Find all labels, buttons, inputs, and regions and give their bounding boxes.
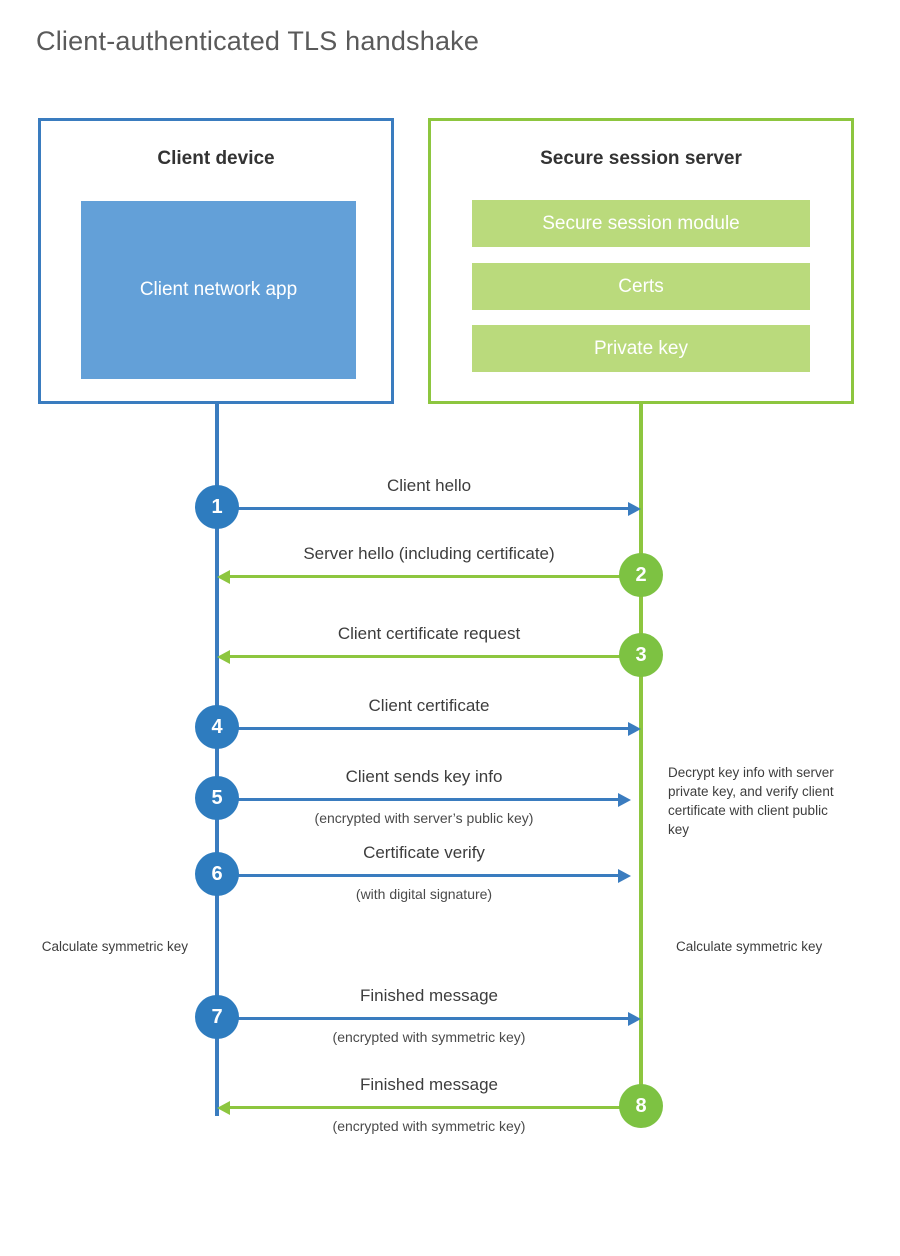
message-7-sublabel: (encrypted with symmetric key) <box>332 1029 526 1045</box>
certs-block: Certs <box>472 263 810 310</box>
private-key-block: Private key <box>472 325 810 372</box>
message-3-arrowhead-left-icon <box>217 649 230 664</box>
message-3-label: Client certificate request <box>337 624 521 643</box>
message-1-arrowhead-right-icon <box>628 501 641 516</box>
message-8-label: Finished message <box>360 1075 498 1094</box>
message-7-line <box>217 1017 628 1020</box>
message-2-line <box>230 575 641 578</box>
message-7-arrowhead-right-icon <box>628 1011 641 1026</box>
client-device-title: Client device <box>157 148 275 169</box>
step-circle-1: 1 <box>195 485 239 529</box>
message-2-arrowhead-left-icon <box>217 569 230 584</box>
message-5-label: Client sends key info <box>345 767 503 786</box>
client-lifeline <box>215 404 219 1116</box>
client-device-box: Client device Client network app <box>38 118 394 404</box>
message-3-line <box>230 655 641 658</box>
server-calculate-symmetric-key-note: Calculate symmetric key <box>676 939 823 954</box>
message-6-arrowhead-right-icon <box>618 868 631 883</box>
message-7-label: Finished message <box>360 986 498 1005</box>
step-circle-8: 8 <box>619 1084 663 1128</box>
client-network-app-block: Client network app <box>81 201 356 379</box>
message-6-sublabel: (with digital signature) <box>355 886 493 902</box>
message-6-line <box>217 874 618 877</box>
step-circle-7: 7 <box>195 995 239 1039</box>
server-lifeline <box>639 404 643 1106</box>
message-1-line <box>217 507 628 510</box>
client-calculate-symmetric-key-note: Calculate symmetric key <box>41 939 188 954</box>
step-circle-2: 2 <box>619 553 663 597</box>
step-circle-3: 3 <box>619 633 663 677</box>
message-8-sublabel: (encrypted with symmetric key) <box>332 1118 526 1134</box>
message-5-arrowhead-right-icon <box>618 792 631 807</box>
message-1-label: Client hello <box>386 476 472 495</box>
secure-session-server-box: Secure session server Secure session mod… <box>428 118 854 404</box>
message-4-line <box>217 727 628 730</box>
step-circle-6: 6 <box>195 852 239 896</box>
secure-session-server-title: Secure session server <box>540 148 742 169</box>
secure-session-module-block: Secure session module <box>472 200 810 247</box>
step-circle-4: 4 <box>195 705 239 749</box>
message-8-line <box>230 1106 641 1109</box>
message-4-label: Client certificate <box>368 696 490 715</box>
message-4-arrowhead-right-icon <box>628 721 641 736</box>
message-5-sublabel: (encrypted with server’s public key) <box>314 810 534 826</box>
message-2-label: Server hello (including certificate) <box>303 544 555 563</box>
server-decrypt-note: Decrypt key info with server private key… <box>668 765 834 838</box>
message-5-line <box>217 798 618 801</box>
message-8-arrowhead-left-icon <box>217 1100 230 1115</box>
message-6-label: Certificate verify <box>363 843 485 862</box>
step-circle-5: 5 <box>195 776 239 820</box>
page-title: Client-authenticated TLS handshake <box>36 26 480 56</box>
